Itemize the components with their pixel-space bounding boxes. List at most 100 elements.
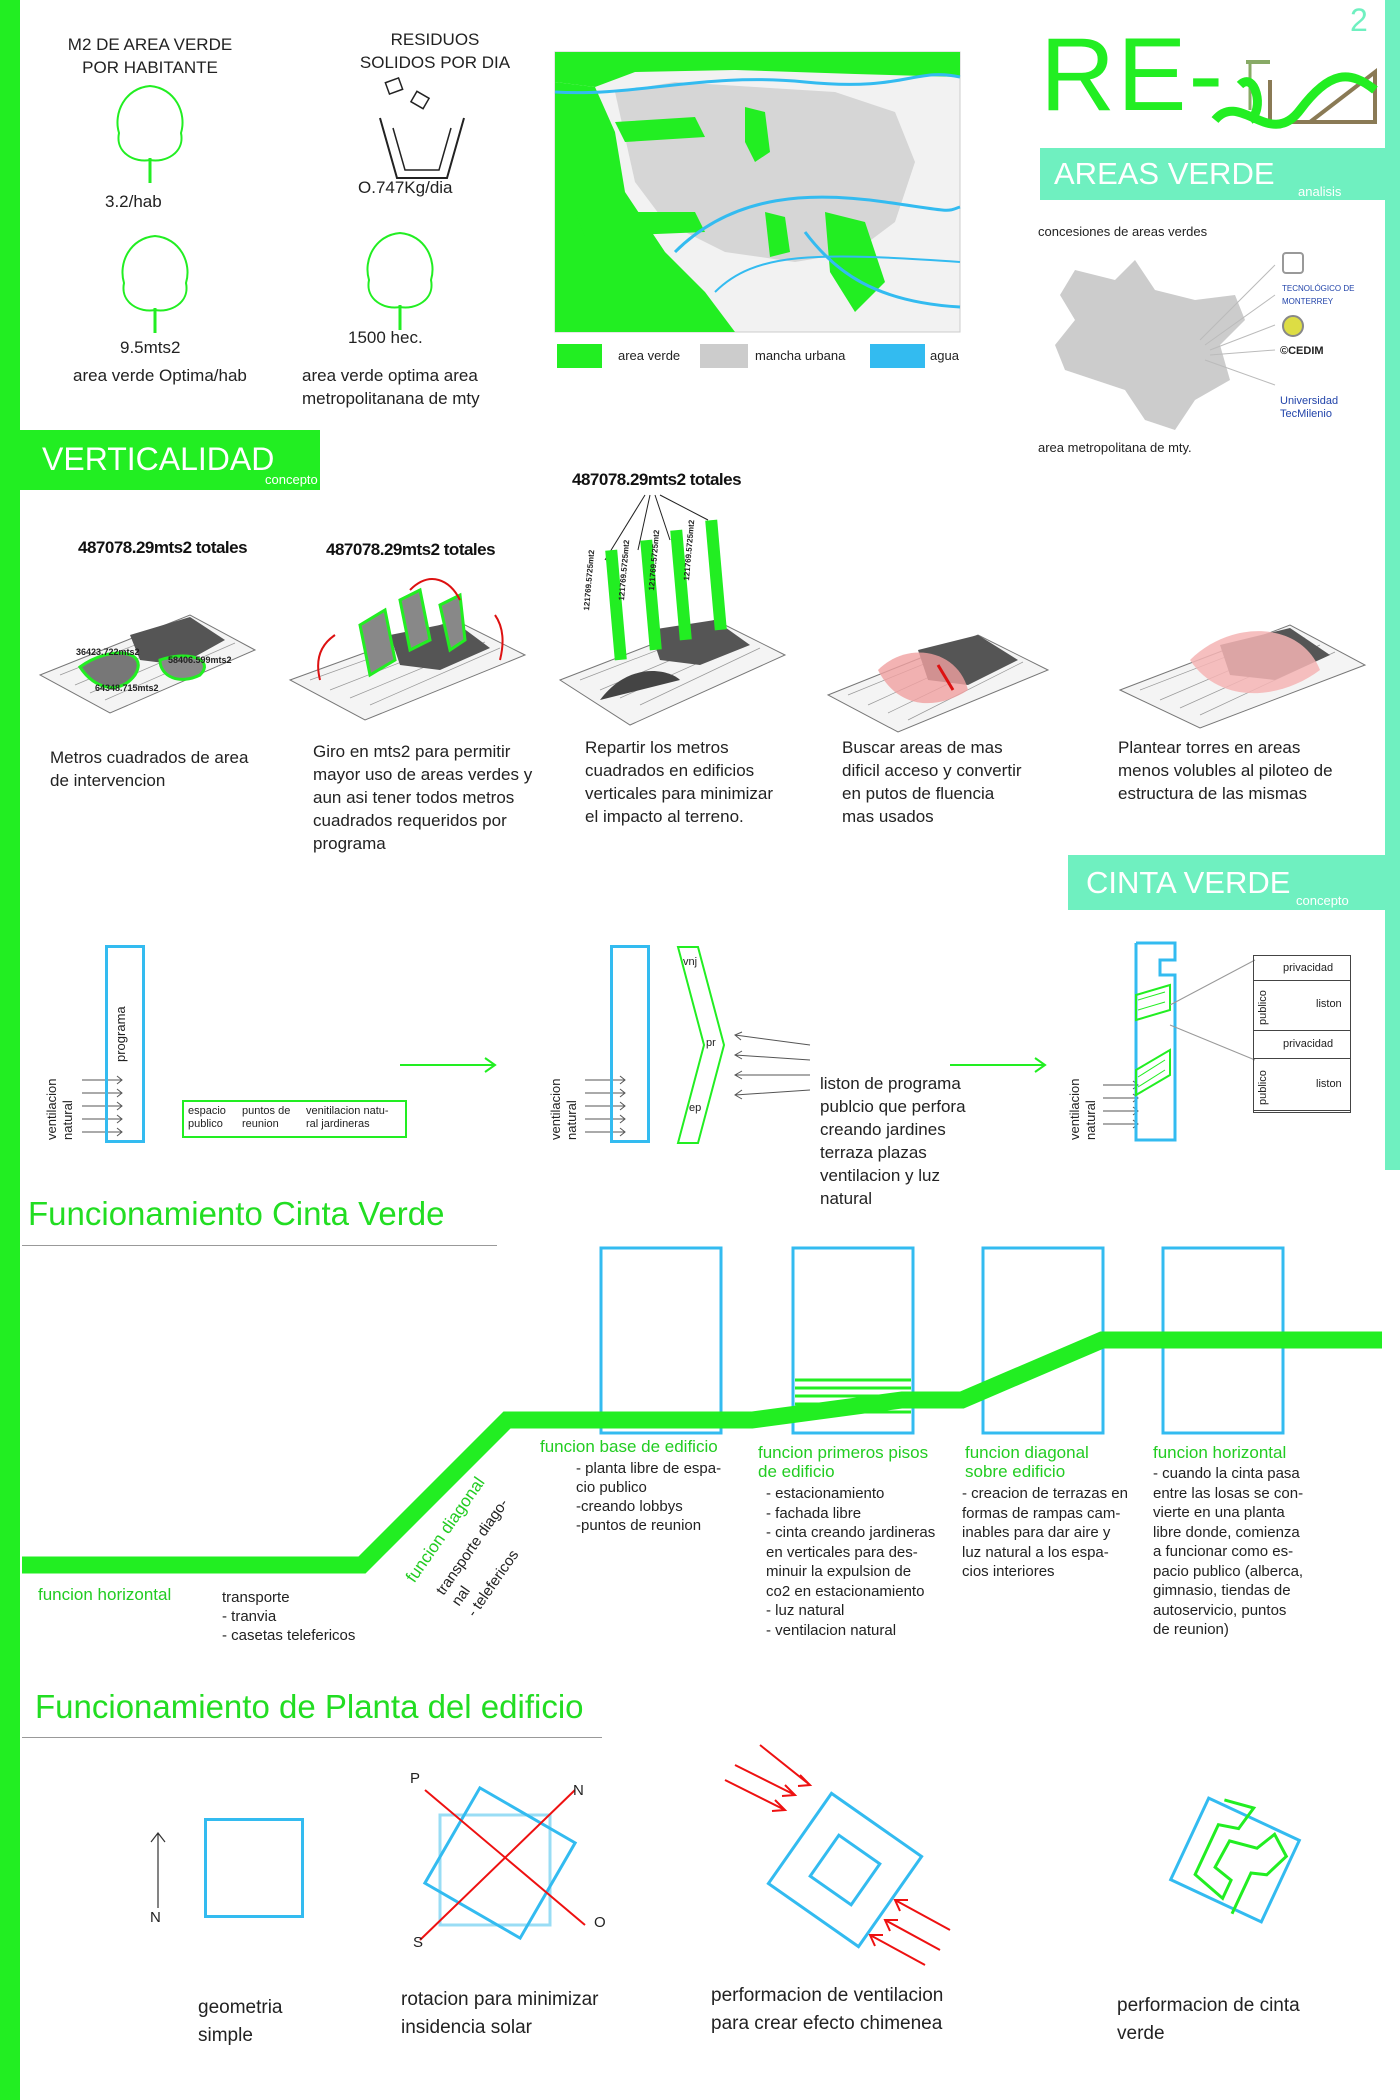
section-leader-lines [1169, 959, 1256, 1061]
programa-box [105, 945, 145, 1143]
brand-logo-icon [1211, 60, 1378, 129]
box-label-puntos: puntos de reunion [242, 1105, 291, 1130]
residuos-title: RESIDUOS SOLIDOS POR DIA [359, 30, 511, 72]
section-underline [22, 1737, 602, 1738]
area-label-1: 36423.722mts2 [76, 647, 140, 657]
logo-3-icon [1282, 315, 1304, 337]
vert-caption-4: Buscar areas de mas dificil acceso y con… [842, 738, 1022, 826]
programa-box-2 [610, 945, 650, 1143]
terrain-diagram-1 [38, 614, 257, 714]
vert-caption-2: Giro en mts2 para permitir mayor uso de … [313, 742, 533, 853]
section-underline [22, 1245, 497, 1246]
ventilacion-label-3: ventilacion natural [1067, 1078, 1098, 1140]
legend-swatch-verde [557, 344, 602, 368]
m2-value: 3.2/hab [105, 192, 162, 211]
cardinal-s: S [413, 1934, 424, 1951]
stage-title-horizontal-2: funcion horizontal [1153, 1443, 1287, 1462]
tree-icon [121, 234, 189, 333]
page-number: 2 [1350, 2, 1368, 38]
section-privacidad-2: privacidad [1283, 1038, 1334, 1050]
logo-cedim: ©CEDIM [1280, 345, 1324, 357]
stage-title-primeros: funcion primeros pisos de edificio [758, 1443, 929, 1481]
terrain-diagram-3 [558, 494, 787, 726]
box-label-venitilacion: venitilacion natu- ral jardineras [306, 1105, 389, 1130]
plan-rotation [419, 1785, 586, 1941]
trash-bin-icon [379, 77, 465, 179]
plan-cinta [1168, 1796, 1302, 1924]
section-divider [1253, 1030, 1351, 1031]
funcionamiento-planta-title: Funcionamiento de Planta del edificio [35, 1688, 584, 1725]
section-liston-2: liston [1316, 1078, 1342, 1090]
section-divider [1253, 1058, 1351, 1059]
box-label-espacio: espacio publico [188, 1105, 226, 1130]
stage-title-horizontal: funcion horizontal [38, 1585, 172, 1604]
stage-text-base: - planta libre de espa- cio publico -cre… [576, 1460, 722, 1534]
incoming-arrows [733, 1031, 811, 1100]
section-liston-1: liston [1316, 998, 1342, 1010]
legend-swatch-agua [870, 344, 925, 368]
area-metro-label: area metropolitana de mty. [1038, 440, 1192, 455]
verticalidad-banner: VERTICALIDAD concepto [20, 430, 320, 490]
left-accent-bar [0, 0, 20, 2100]
stage-text-horizontal-2: - cuando la cinta pasa entre las losas s… [1153, 1465, 1304, 1638]
cinta-description: liston de programa publcio que perfora c… [820, 1074, 966, 1208]
vert-caption-1: Metros cuadrados de area de intervencion [50, 748, 249, 790]
optima-value: 9.5mts2 [120, 338, 181, 357]
logo-tec: TECNOLÓGICO DE MONTERREY [1282, 284, 1355, 306]
plan-ventilation [724, 1744, 951, 1966]
total-label-2: 487078.29mts2 totales [326, 540, 496, 559]
residuos-value: O.747Kg/dia [358, 178, 453, 197]
cinta-verde-banner: CINTA VERDE concepto [1068, 855, 1385, 910]
ventilacion-label-2: ventilacion natural [548, 1078, 579, 1140]
stage-title-diagonal-edificio: funcion diagonal sobre edificio [965, 1443, 1089, 1481]
section-divider [1253, 980, 1351, 981]
section-divider [1253, 1110, 1351, 1111]
m2-title: M2 DE AREA VERDE POR HABITANTE [67, 35, 233, 77]
verticalidad-title: VERTICALIDAD [42, 441, 275, 477]
ventilacion-label-1: ventilacion natural [44, 1078, 75, 1140]
legend-swatch-urbana [700, 344, 748, 368]
vert-caption-3: Repartir los metros cuadrados en edifici… [585, 738, 773, 826]
vert-caption-5: Plantear torres en areas menos volubles … [1118, 738, 1333, 803]
strip-label-ep: ep [689, 1102, 702, 1114]
north-arrow-icon [150, 1832, 166, 1908]
cardinal-p: P [410, 1770, 421, 1787]
stage-text-diagonal-edificio: - creacion de terrazas en formas de ramp… [962, 1485, 1128, 1580]
section-table [1253, 955, 1351, 1113]
terrain-diagram-2 [288, 578, 527, 721]
funcionamiento-cinta-title: Funcionamiento Cinta Verde [28, 1195, 445, 1232]
programa-label: programa [113, 1006, 128, 1062]
areas-verde-banner: AREAS VERDE analisis [1040, 148, 1385, 200]
tree-icon [366, 231, 434, 330]
stage-title-base: funcion base de edificio [540, 1437, 718, 1456]
legend-label-verde: area verde [618, 348, 681, 363]
total-label-1: 487078.29mts2 totales [78, 538, 248, 557]
area-label-2: 58406.599mts2 [168, 655, 232, 665]
right-accent-bar [1385, 0, 1400, 1170]
tree-icon [116, 84, 184, 183]
brand-title: RE- [1040, 17, 1226, 133]
concesiones-label: concesiones de areas verdes [1038, 224, 1208, 239]
perforated-building [1134, 941, 1177, 1142]
logo-1-icon [1282, 252, 1304, 274]
vent-arrows-2 [585, 1075, 626, 1137]
total-label-3: 487078.29mts2 totales [572, 470, 742, 489]
planta-caption-3: performacion de ventilacion para crear e… [711, 1985, 944, 2034]
logo-tecmilenio: Universidad TecMilenio [1280, 395, 1339, 420]
legend-label-agua: agua [930, 348, 959, 363]
strip-label-vnj: vnj [683, 956, 698, 968]
areas-verde-title: AREAS VERDE [1054, 156, 1275, 191]
plan-simple-square [204, 1818, 304, 1918]
planta-caption-2: rotacion para minimizar insidencia solar [401, 1989, 599, 2038]
metro-map [554, 51, 961, 333]
stage-text-primeros: - estacionamiento - fachada libre - cint… [766, 1485, 936, 1639]
verticalidad-subtitle: concepto [265, 472, 318, 487]
stage-text-horizontal: transporte - tranvia - casetas teleferic… [222, 1589, 356, 1644]
compass-n: N [150, 1909, 161, 1926]
program-strip [676, 946, 726, 1144]
planta-caption-1: geometria simple [198, 1997, 283, 2046]
terrain-diagram-4 [826, 634, 1050, 733]
cardinal-n: N [573, 1782, 584, 1799]
cinta-verde-ribbon [22, 1246, 1382, 1574]
vent-arrows-1 [82, 1075, 123, 1137]
